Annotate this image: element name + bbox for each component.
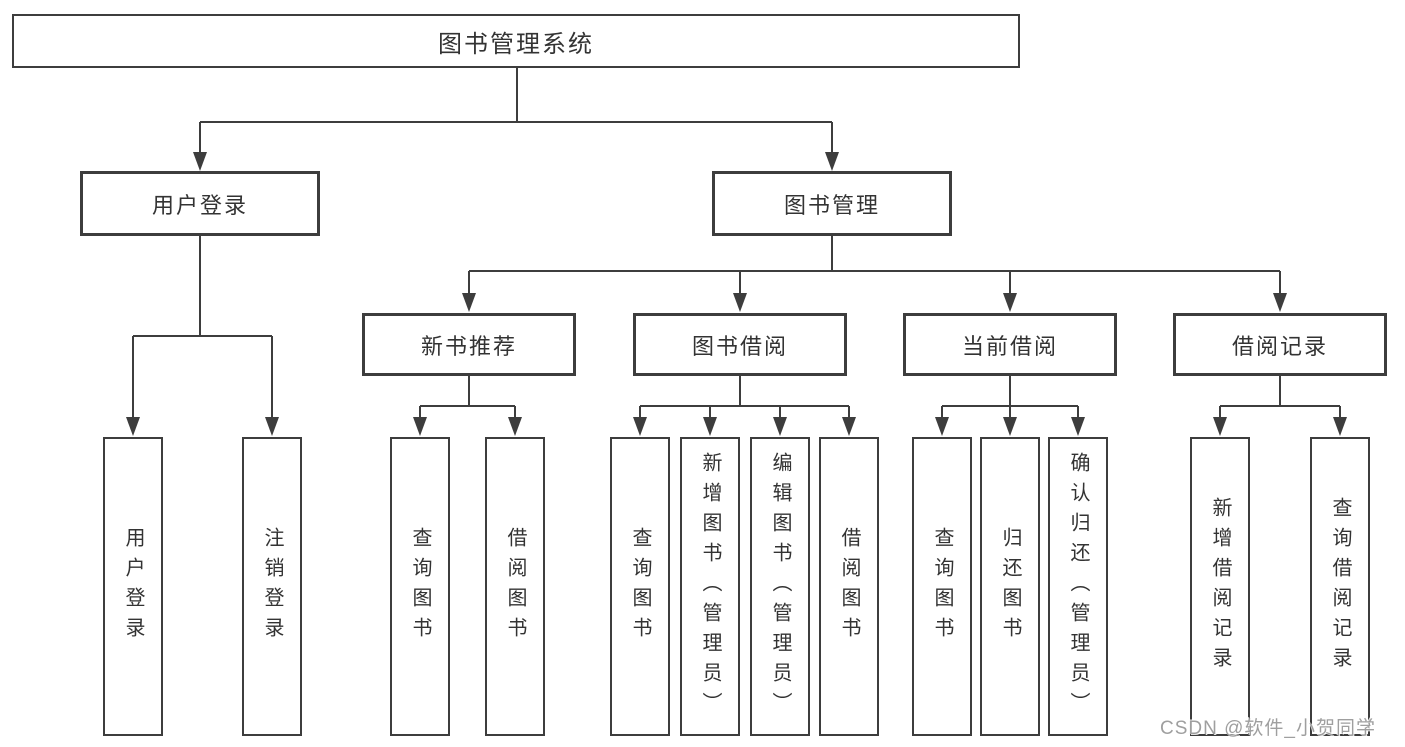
connector-current-to-leaves [935, 376, 1085, 436]
leaf-add-books-admin-label: 新增图书（管理员） [699, 451, 721, 722]
connector-borrow-to-leaves [633, 376, 856, 436]
leaf-query-borrow-record-label: 查询借阅记录 [1329, 496, 1351, 677]
leaf-edit-books-admin-label: 编辑图书（管理员） [769, 451, 791, 722]
node-library-system: 图书管理系统 [12, 14, 1020, 68]
csdn-watermark: CSDN @软件_小贺同学 [1160, 718, 1376, 739]
leaf-borrow-books: 借阅图书 [819, 437, 879, 736]
node-borrow-records: 借阅记录 [1173, 313, 1387, 376]
connector-login-to-leaves [126, 236, 279, 436]
leaf-confirm-return-admin: 确认归还（管理员） [1048, 437, 1108, 736]
leaf-logout: 注销登录 [242, 437, 302, 736]
node-user-login: 用户登录 [80, 171, 320, 236]
leaf-confirm-return-admin-label: 确认归还（管理员） [1067, 451, 1089, 722]
node-new-book-recommend-label: 新书推荐 [420, 333, 517, 359]
node-borrow-records-label: 借阅记录 [1231, 333, 1328, 359]
connector-root-to-level2 [193, 68, 839, 171]
node-book-management: 图书管理 [712, 171, 952, 236]
leaf-current-query-books: 查询图书 [912, 437, 972, 736]
leaf-return-books: 归还图书 [980, 437, 1040, 736]
node-library-system-label: 图书管理系统 [438, 30, 594, 58]
leaf-edit-books-admin: 编辑图书（管理员） [750, 437, 810, 736]
leaf-current-query-books-label: 查询图书 [931, 526, 953, 647]
leaf-add-books-admin: 新增图书（管理员） [680, 437, 740, 736]
leaf-recommend-query-books-label: 查询图书 [409, 526, 431, 647]
leaf-logout-label: 注销登录 [261, 526, 283, 647]
node-book-borrow-label: 图书借阅 [691, 333, 788, 359]
connector-records-to-leaves [1213, 376, 1347, 436]
node-book-management-label: 图书管理 [783, 192, 880, 218]
leaf-recommend-borrow-books: 借阅图书 [485, 437, 545, 736]
leaf-borrow-books-label: 借阅图书 [838, 526, 860, 647]
leaf-return-books-label: 归还图书 [999, 526, 1021, 647]
node-current-borrow-label: 当前借阅 [961, 333, 1058, 359]
leaf-add-borrow-record: 新增借阅记录 [1190, 437, 1250, 736]
leaf-add-borrow-record-label: 新增借阅记录 [1209, 496, 1231, 677]
node-book-borrow: 图书借阅 [633, 313, 847, 376]
leaf-borrow-query-books: 查询图书 [610, 437, 670, 736]
leaf-user-login-label: 用户登录 [122, 526, 144, 647]
node-current-borrow: 当前借阅 [903, 313, 1117, 376]
leaf-recommend-query-books: 查询图书 [390, 437, 450, 736]
leaf-query-borrow-record: 查询借阅记录 [1310, 437, 1370, 736]
leaf-borrow-query-books-label: 查询图书 [629, 526, 651, 647]
leaf-recommend-borrow-books-label: 借阅图书 [504, 526, 526, 647]
leaf-user-login: 用户登录 [103, 437, 163, 736]
connector-bookmgmt-to-level3 [462, 236, 1287, 312]
node-user-login-label: 用户登录 [151, 192, 248, 218]
connector-recommend-to-leaves [413, 376, 522, 436]
node-new-book-recommend: 新书推荐 [362, 313, 576, 376]
